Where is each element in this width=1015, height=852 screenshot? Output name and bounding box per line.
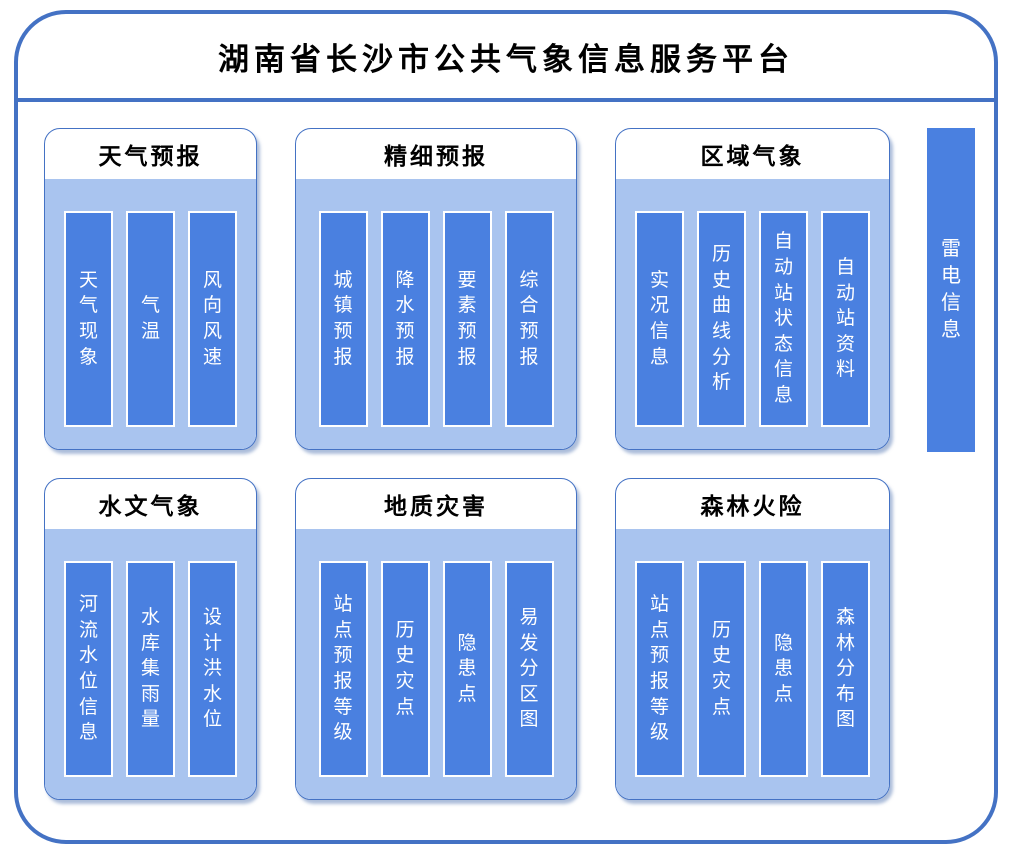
panel-geological-disaster-body: 站点预报等级 历史灾点 隐患点 易发分区图 — [296, 529, 576, 799]
panel-weather-forecast-item-0: 天气现象 — [64, 211, 113, 427]
panel-weather-forecast: 天气预报 天气现象 气温 风向风速 — [44, 128, 257, 450]
panel-hydro-meteorology-item-2-label: 设计洪水位 — [202, 606, 222, 731]
panel-regional-meteorology-item-0-label: 实况信息 — [649, 269, 669, 368]
title-separator — [18, 98, 994, 102]
panel-hydro-meteorology-item-1: 水库集雨量 — [126, 561, 175, 777]
panel-regional-meteorology-item-2: 自动站状态信息 — [759, 211, 808, 427]
panel-geological-disaster-item-1: 历史灾点 — [380, 561, 430, 777]
platform-frame: 湖南省长沙市公共气象信息服务平台 天气预报 天气现象 气温 风向风速 精细预报 … — [14, 10, 998, 844]
panel-hydro-meteorology-item-1-label: 水库集雨量 — [140, 606, 160, 731]
content-area: 天气预报 天气现象 气温 风向风速 精细预报 城镇预报 降水预报 要素预报 综合… — [18, 102, 994, 840]
panel-geological-disaster-item-1-label: 历史灾点 — [395, 619, 415, 718]
panel-fine-forecast: 精细预报 城镇预报 降水预报 要素预报 综合预报 — [295, 128, 577, 450]
panel-fine-forecast-item-0: 城镇预报 — [318, 211, 368, 427]
panel-regional-meteorology-body: 实况信息 历史曲线分析 自动站状态信息 自动站资料 — [616, 179, 889, 449]
panel-weather-forecast-item-2: 风向风速 — [188, 211, 237, 427]
panel-regional-meteorology-item-0: 实况信息 — [635, 211, 684, 427]
lightning-info-bar: 雷电信息 — [927, 128, 975, 452]
panel-regional-meteorology-item-3-label: 自动站资料 — [835, 256, 855, 381]
panel-geological-disaster-item-3-label: 易发分区图 — [519, 606, 539, 731]
panel-forest-fire-risk-item-0-label: 站点预报等级 — [649, 594, 669, 744]
page-title: 湖南省长沙市公共气象信息服务平台 — [218, 41, 794, 77]
panel-forest-fire-risk-item-3: 森林分布图 — [821, 561, 870, 777]
panel-geological-disaster-item-0-label: 站点预报等级 — [333, 594, 353, 744]
panel-forest-fire-risk-item-3-label: 森林分布图 — [835, 606, 855, 731]
panel-fine-forecast-item-0-label: 城镇预报 — [333, 269, 353, 368]
panel-forest-fire-risk-body: 站点预报等级 历史灾点 隐患点 森林分布图 — [616, 529, 889, 799]
panel-fine-forecast-item-3-label: 综合预报 — [519, 269, 539, 368]
panel-forest-fire-risk-item-2-label: 隐患点 — [773, 632, 793, 705]
panel-weather-forecast-item-2-label: 风向风速 — [202, 269, 222, 368]
panel-fine-forecast-body: 城镇预报 降水预报 要素预报 综合预报 — [296, 179, 576, 449]
panel-geological-disaster-item-2-label: 隐患点 — [457, 632, 477, 705]
panel-regional-meteorology-item-1-label: 历史曲线分析 — [711, 244, 731, 394]
panel-regional-meteorology: 区域气象 实况信息 历史曲线分析 自动站状态信息 自动站资料 — [615, 128, 890, 450]
panels-grid: 天气预报 天气现象 气温 风向风速 精细预报 城镇预报 降水预报 要素预报 综合… — [44, 128, 890, 800]
panel-fine-forecast-item-2: 要素预报 — [442, 211, 492, 427]
panel-fine-forecast-title: 精细预报 — [384, 143, 488, 169]
panel-geological-disaster-item-0: 站点预报等级 — [318, 561, 368, 777]
panel-forest-fire-risk: 森林火险 站点预报等级 历史灾点 隐患点 森林分布图 — [615, 478, 890, 800]
panel-forest-fire-risk-item-1: 历史灾点 — [697, 561, 746, 777]
panel-regional-meteorology-item-2-label: 自动站状态信息 — [773, 231, 793, 407]
panel-hydro-meteorology-item-0-label: 河流水位信息 — [78, 594, 98, 744]
panel-forest-fire-risk-item-2: 隐患点 — [759, 561, 808, 777]
panel-geological-disaster-title: 地质灾害 — [384, 493, 488, 519]
panel-hydro-meteorology: 水文气象 河流水位信息 水库集雨量 设计洪水位 — [44, 478, 257, 800]
panel-fine-forecast-item-1: 降水预报 — [380, 211, 430, 427]
panel-forest-fire-risk-item-1-label: 历史灾点 — [711, 619, 731, 718]
panel-weather-forecast-title: 天气预报 — [98, 143, 203, 169]
lightning-info-label: 雷电信息 — [941, 238, 961, 341]
panel-hydro-meteorology-body: 河流水位信息 水库集雨量 设计洪水位 — [45, 529, 256, 799]
panel-weather-forecast-item-0-label: 天气现象 — [78, 269, 98, 368]
panel-hydro-meteorology-title: 水文气象 — [98, 493, 203, 519]
panel-fine-forecast-item-2-label: 要素预报 — [457, 269, 477, 368]
panel-weather-forecast-body: 天气现象 气温 风向风速 — [45, 179, 256, 449]
panel-regional-meteorology-title: 区域气象 — [700, 143, 805, 169]
panel-weather-forecast-item-1-label: 气温 — [140, 295, 160, 342]
panel-geological-disaster-item-2: 隐患点 — [442, 561, 492, 777]
panel-hydro-meteorology-item-2: 设计洪水位 — [188, 561, 237, 777]
panel-geological-disaster: 地质灾害 站点预报等级 历史灾点 隐患点 易发分区图 — [295, 478, 577, 800]
panel-forest-fire-risk-item-0: 站点预报等级 — [635, 561, 684, 777]
panel-forest-fire-risk-title: 森林火险 — [700, 493, 805, 519]
panel-fine-forecast-item-3: 综合预报 — [504, 211, 554, 427]
panel-fine-forecast-item-1-label: 降水预报 — [395, 269, 415, 368]
panel-hydro-meteorology-item-0: 河流水位信息 — [64, 561, 113, 777]
panel-weather-forecast-item-1: 气温 — [126, 211, 175, 427]
panel-geological-disaster-item-3: 易发分区图 — [504, 561, 554, 777]
panel-regional-meteorology-item-3: 自动站资料 — [821, 211, 870, 427]
panel-regional-meteorology-item-1: 历史曲线分析 — [697, 211, 746, 427]
